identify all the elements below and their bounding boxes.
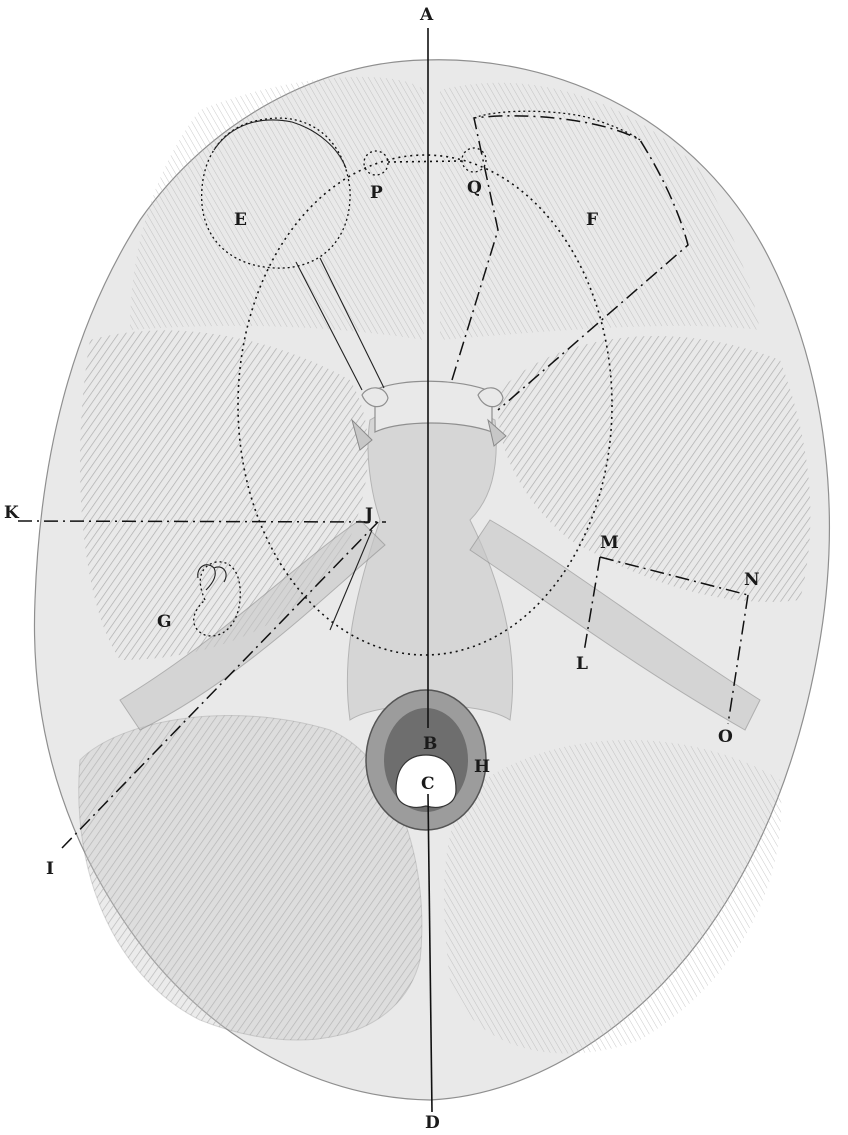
label-q: Q <box>467 178 482 198</box>
label-l: L <box>576 654 588 674</box>
label-n: N <box>744 570 760 590</box>
label-d: D <box>425 1113 440 1133</box>
label-f: F <box>586 210 598 230</box>
label-c: C <box>421 774 435 794</box>
label-m: M <box>600 533 619 553</box>
label-e: E <box>234 210 247 230</box>
posterior-fossa-right <box>444 740 781 1054</box>
label-b: B <box>423 734 437 754</box>
label-h: H <box>474 757 490 777</box>
foramen-magnum <box>366 690 486 830</box>
label-g: G <box>157 612 172 632</box>
label-j: J <box>363 505 373 525</box>
line-k-j <box>18 521 386 522</box>
anterior-fossa <box>130 77 760 340</box>
label-k: K <box>4 503 20 523</box>
label-p: P <box>370 183 383 203</box>
label-i: I <box>46 859 54 879</box>
label-a: A <box>419 5 434 25</box>
label-o: O <box>718 727 733 747</box>
